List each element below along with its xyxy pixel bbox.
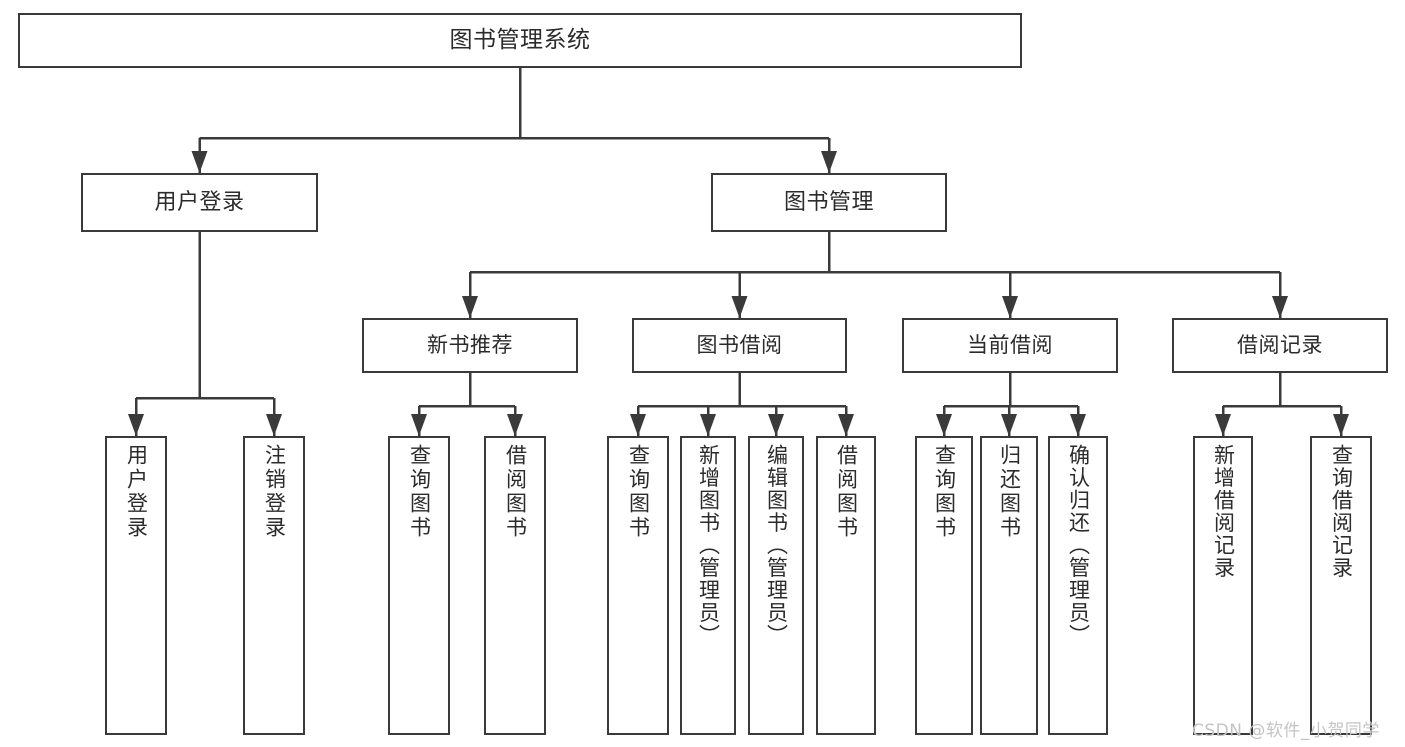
leaf-user-logout[interactable]: 注销登录: [243, 436, 305, 735]
node-label: 查询图书: [626, 444, 651, 540]
leaf-confirm-return[interactable]: 确认归还（管理员）: [1048, 436, 1108, 735]
node-label: 用户登录: [124, 444, 149, 540]
node-label: 新增图书（管理员）: [696, 444, 721, 647]
csdn-watermark: CSDN @软件_小贺同学: [1192, 721, 1380, 741]
node-label: 借阅图书: [834, 444, 859, 540]
node-label: 新增借阅记录: [1211, 444, 1236, 579]
node-book-borrow[interactable]: 图书借阅: [632, 318, 847, 373]
node-label: 当前借阅: [967, 333, 1053, 358]
leaf-query-book-3[interactable]: 查询图书: [915, 436, 973, 735]
leaf-edit-book[interactable]: 编辑图书（管理员）: [748, 436, 804, 735]
node-label: 新书推荐: [427, 333, 513, 358]
leaf-add-book[interactable]: 新增图书（管理员）: [680, 436, 736, 735]
node-label: 归还图书: [997, 444, 1022, 540]
node-borrow-record[interactable]: 借阅记录: [1172, 318, 1388, 373]
node-label: 用户登录: [154, 189, 245, 215]
node-label: 借阅记录: [1237, 333, 1323, 358]
node-label: 图书借阅: [696, 333, 783, 358]
leaf-query-borrow-record[interactable]: 查询借阅记录: [1310, 436, 1372, 735]
node-label: 图书管理系统: [449, 26, 591, 53]
leaf-borrow-book-1[interactable]: 借阅图书: [484, 436, 546, 735]
node-label: 注销登录: [262, 444, 287, 540]
leaf-query-book-1[interactable]: 查询图书: [388, 436, 450, 735]
leaf-user-login[interactable]: 用户登录: [105, 436, 167, 735]
node-label: 确认归还（管理员）: [1066, 444, 1091, 647]
node-label: 查询图书: [407, 444, 432, 540]
leaf-add-borrow-record[interactable]: 新增借阅记录: [1193, 436, 1253, 735]
node-book-manage[interactable]: 图书管理: [711, 173, 947, 232]
node-label: 查询借阅记录: [1329, 444, 1354, 579]
node-label: 图书管理: [783, 189, 874, 215]
node-user-login[interactable]: 用户登录: [81, 173, 318, 232]
node-root[interactable]: 图书管理系统: [18, 13, 1022, 68]
node-label: 查询图书: [932, 444, 957, 540]
node-label: 借阅图书: [503, 444, 528, 540]
node-label: 编辑图书（管理员）: [764, 444, 789, 647]
leaf-query-book-2[interactable]: 查询图书: [607, 436, 669, 735]
leaf-return-book[interactable]: 归还图书: [980, 436, 1038, 735]
node-new-book-recommend[interactable]: 新书推荐: [362, 318, 578, 373]
leaf-borrow-book-2[interactable]: 借阅图书: [816, 436, 876, 735]
node-current-borrow[interactable]: 当前借阅: [902, 318, 1118, 373]
